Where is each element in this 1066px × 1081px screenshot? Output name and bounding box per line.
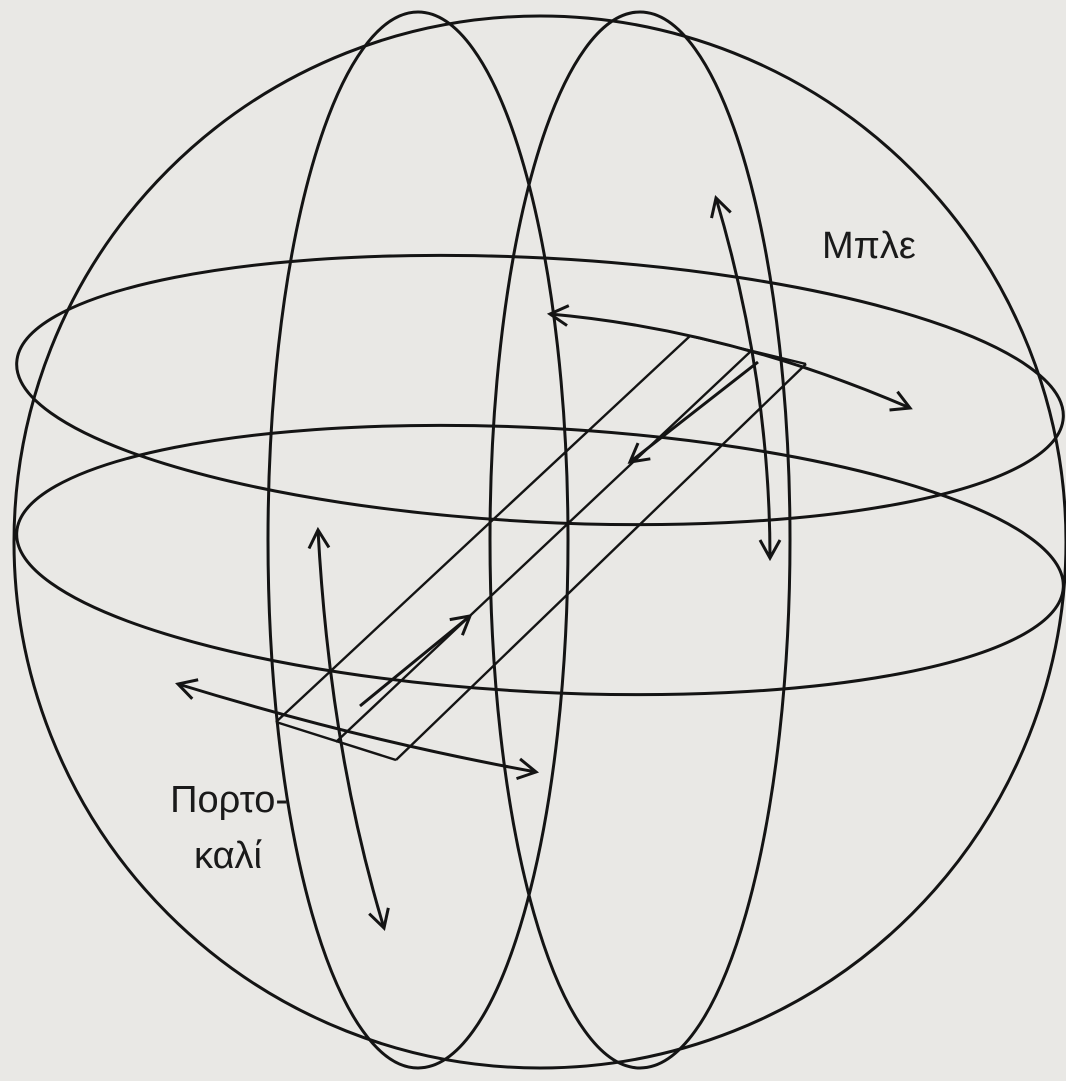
- axis-tube-line-c: [395, 363, 807, 761]
- arrow-upper-horizontal: [546, 304, 913, 412]
- latitude-lower: [15, 423, 1065, 697]
- label-orange-line1: Πορτο-: [170, 779, 288, 821]
- latitude-upper: [15, 253, 1065, 527]
- arrow-upper-diagonal: [627, 360, 759, 464]
- meridian-left: [266, 10, 570, 1070]
- arrow-upper-vertical: [710, 195, 782, 562]
- label-orange: Πορτο- καλί: [128, 772, 288, 884]
- label-orange-line2: καλί: [194, 835, 262, 877]
- label-blue: Μπλε: [822, 225, 916, 267]
- arrow-lower-diagonal: [359, 614, 473, 708]
- arrow-lower-horizontal: [175, 678, 540, 781]
- sphere-outline: [12, 14, 1066, 1070]
- axis-tube-line-b: [335, 351, 751, 743]
- axis-tube-line-a: [275, 335, 691, 723]
- meridian-right: [488, 10, 792, 1070]
- arrow-lower-vertical: [307, 526, 390, 931]
